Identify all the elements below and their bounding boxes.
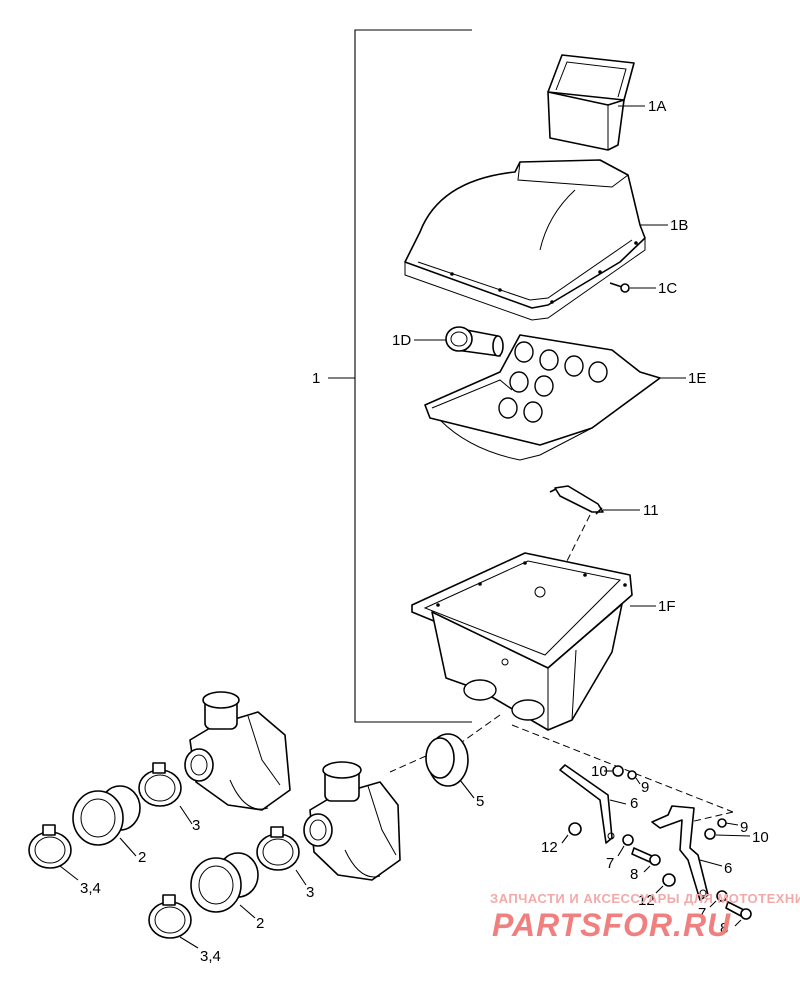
part-10-nut-b — [704, 828, 716, 840]
part-1C-screw — [609, 282, 630, 293]
part-7-washer-b — [716, 890, 728, 902]
leader-2b — [239, 904, 256, 919]
part-1B-airbox-lid — [404, 159, 646, 321]
dash-base-to-mount — [511, 724, 734, 813]
part-34-clamp-upper — [28, 824, 72, 869]
label-12b: 12 — [638, 892, 655, 909]
label-3a: 3 — [192, 817, 200, 834]
label-2b: 2 — [256, 915, 264, 932]
leader-9b — [725, 822, 739, 826]
label-1E: 1E — [688, 370, 706, 387]
watermark-logo: ЗАПЧАСТИ И АКСЕССУАРЫ ДЛЯ МОТОТЕХНИКИ PA… — [490, 891, 800, 943]
leader-6b — [699, 859, 723, 867]
dash-mount — [689, 811, 734, 823]
label-9b: 9 — [740, 819, 748, 836]
label-34b: 3,4 — [200, 948, 221, 965]
label-1D: 1D — [392, 332, 411, 349]
label-3b: 3 — [306, 884, 314, 901]
part-5-sealing-ring — [425, 733, 469, 787]
carburettor-front — [303, 761, 401, 881]
leader-12b — [655, 885, 664, 894]
label-8b: 8 — [720, 920, 728, 937]
leader-8a — [643, 865, 651, 873]
leader-6a — [609, 799, 627, 805]
label-6a: 6 — [630, 795, 638, 812]
dash-5-to-carb — [389, 755, 427, 773]
part-1E-filter-plate — [424, 334, 661, 461]
part-12-nut-a — [568, 822, 582, 836]
part-10-nut-a — [612, 765, 624, 777]
label-1A: 1A — [648, 98, 666, 115]
dash-11-to-1F — [564, 514, 591, 566]
watermark-tagline: ЗАПЧАСТИ И АКСЕССУАРЫ ДЛЯ МОТОТЕХНИКИ — [490, 891, 800, 906]
label-34a: 3,4 — [80, 880, 101, 897]
label-6b: 6 — [724, 860, 732, 877]
label-1B: 1B — [670, 217, 688, 234]
leader-9a — [635, 777, 641, 785]
part-7-washer-a — [622, 834, 634, 846]
part-12-nut-b — [662, 873, 676, 887]
leader-3a — [179, 805, 193, 825]
leader-12a — [561, 834, 569, 844]
part-34-clamp-lower — [148, 894, 192, 939]
part-6-mount-bracket-a — [559, 764, 615, 844]
part-8-bolt-a — [631, 847, 661, 866]
label-1C: 1C — [658, 280, 677, 297]
part-2-sleeve-lower — [190, 852, 259, 913]
leader-3b — [295, 869, 307, 886]
label-10b: 10 — [752, 829, 769, 846]
dash-base-to-5 — [461, 714, 501, 743]
label-1F: 1F — [658, 598, 676, 615]
leader-5 — [459, 779, 475, 799]
label-12a: 12 — [541, 839, 558, 856]
leader-34a — [59, 865, 79, 881]
part-9-washer-a — [627, 770, 637, 780]
carburettor-rear — [184, 691, 291, 811]
part-2-sleeve-upper — [72, 785, 141, 846]
part-8-bolt-b — [725, 901, 752, 920]
label-2a: 2 — [138, 849, 146, 866]
assembly-bracket-1 — [328, 29, 472, 723]
part-1A-intake-snorkel — [547, 54, 635, 151]
label-9a: 9 — [641, 779, 649, 796]
part-1F-airbox-base — [411, 552, 633, 731]
leader-7b — [709, 900, 717, 908]
part-11-bracket-clip — [549, 485, 604, 515]
part-3-clamp-lower — [256, 826, 300, 871]
leader-2a — [119, 837, 137, 857]
label-7a: 7 — [606, 855, 614, 872]
label-10a: 10 — [591, 763, 608, 780]
label-1: 1 — [312, 370, 320, 387]
part-6-mount-bracket-b — [651, 805, 709, 901]
part-9-washer-b — [717, 818, 727, 828]
leader-34b — [179, 936, 199, 949]
leader-8b — [734, 919, 742, 927]
leader-7a — [617, 845, 625, 857]
leader-10b — [715, 834, 751, 837]
part-3-clamp-upper — [138, 762, 182, 807]
label-7b: 7 — [698, 905, 706, 922]
label-11: 11 — [643, 502, 659, 519]
part-1D-tube — [445, 326, 504, 357]
label-5: 5 — [476, 793, 484, 810]
watermark-brand: PARTSFOR.RU — [492, 907, 731, 943]
label-8a: 8 — [630, 866, 638, 883]
